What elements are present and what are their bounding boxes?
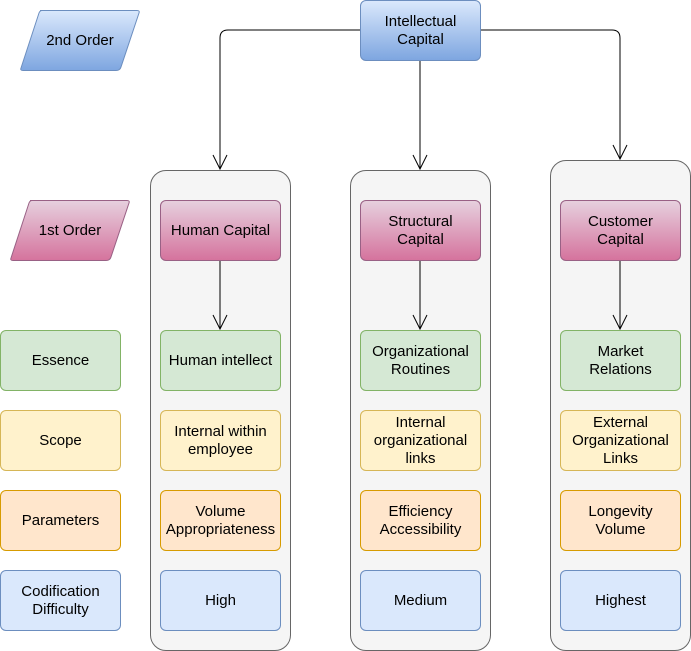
customer-essence-cell: Market Relations	[560, 330, 681, 391]
second-order-label-shape: 2nd Order	[20, 10, 140, 71]
customer-essence-text: Market Relations	[589, 342, 652, 378]
first-order-parallelogram	[10, 200, 130, 261]
customer-parameters-text: Longevity Volume	[588, 502, 653, 538]
customer-scope-cell: External Organizational Links	[560, 410, 681, 471]
structural-essence-text: Organizational Routines	[372, 342, 469, 378]
second-order-parallelogram	[20, 10, 140, 71]
customer-codification-cell: Highest	[560, 570, 681, 631]
human-capital-text: Human Capital	[170, 221, 271, 239]
customer-parameters-cell: Longevity Volume	[560, 490, 681, 551]
arrow-head-intellect	[212, 314, 228, 331]
first-order-label-shape: 1st Order	[10, 200, 130, 261]
structural-scope-text: Internal organizational links	[373, 413, 468, 467]
structural-scope-cell: Internal organizational links	[360, 410, 481, 471]
structural-codification-cell: Medium	[360, 570, 481, 631]
arrow-head-structural	[412, 154, 428, 171]
intellectual-capital-node: Intellectual Capital	[360, 0, 481, 61]
human-scope-cell: Internal within employee	[160, 410, 281, 471]
first-order-text: 1st Order	[38, 221, 102, 239]
second-order-text: 2nd Order	[46, 31, 114, 49]
structural-essence-cell: Organizational Routines	[360, 330, 481, 391]
essence-row-text: Essence	[31, 351, 90, 369]
customer-codification-text: Highest	[595, 591, 646, 609]
edge-root-to-human	[219, 29, 360, 169]
codification-row-text: Codification Difficulty	[21, 582, 100, 618]
human-codification-cell: High	[160, 570, 281, 631]
parameters-row-label: Parameters	[0, 490, 121, 551]
intellectual-capital-label: Intellectual Capital	[384, 12, 457, 48]
structural-parameters-text: Efficiency Accessibility	[379, 502, 462, 538]
essence-row-label: Essence	[0, 330, 121, 391]
structural-capital-text: Structural Capital	[388, 212, 453, 248]
arrow-head-market	[612, 314, 628, 331]
scope-row-text: Scope	[39, 431, 82, 449]
human-parameters-text: Volume Appropriateness	[165, 502, 276, 538]
arrow-head-human	[212, 154, 228, 171]
human-essence-text: Human intellect	[168, 351, 273, 369]
scope-row-label: Scope	[0, 410, 121, 471]
parameters-row-text: Parameters	[21, 511, 100, 529]
customer-capital-text: Customer Capital	[587, 212, 654, 248]
human-scope-text: Internal within employee	[174, 422, 267, 458]
arrow-head-customer	[612, 144, 628, 161]
human-essence-cell: Human intellect	[160, 330, 281, 391]
arrow-head-routines	[412, 314, 428, 331]
edge-root-to-customer	[480, 29, 621, 159]
structural-parameters-cell: Efficiency Accessibility	[360, 490, 481, 551]
human-codification-text: High	[205, 591, 236, 609]
structural-codification-text: Medium	[393, 591, 448, 609]
human-parameters-cell: Volume Appropriateness	[160, 490, 281, 551]
human-capital-node: Human Capital	[160, 200, 281, 261]
structural-capital-node: Structural Capital	[360, 200, 481, 261]
customer-scope-text: External Organizational Links	[572, 413, 669, 467]
codification-row-label: Codification Difficulty	[0, 570, 121, 631]
customer-capital-node: Customer Capital	[560, 200, 681, 261]
